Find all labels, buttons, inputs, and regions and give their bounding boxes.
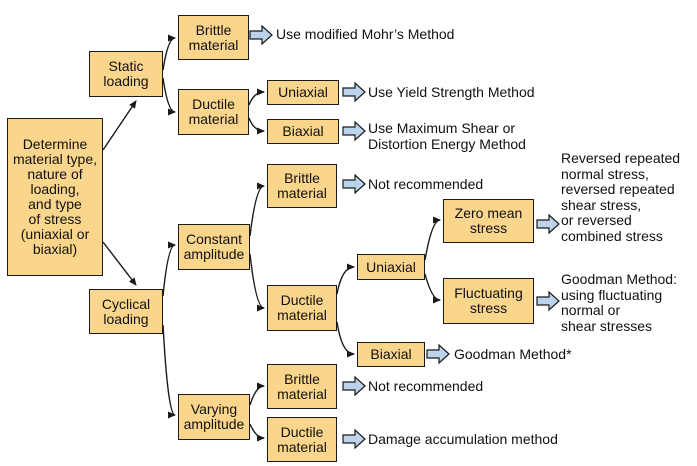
result-damage: Damage accumulation method bbox=[368, 431, 558, 447]
zero-mean-stress-box: Zero mean stress bbox=[443, 199, 534, 243]
varying-ductile-box: Ductile material bbox=[267, 417, 337, 462]
constant-biaxial-box: Biaxial bbox=[357, 342, 425, 367]
varying-brittle-box: Brittle material bbox=[267, 364, 337, 409]
result-not-recommended-2: Not recommended bbox=[368, 378, 484, 394]
constant-brittle-box: Brittle material bbox=[267, 164, 337, 208]
static-ductile-box: Ductile material bbox=[178, 89, 249, 135]
static-uniaxial-box: Uniaxial bbox=[267, 80, 339, 105]
result-max-shear: Use Maximum Shear or Distortion Energy M… bbox=[368, 120, 526, 152]
result-goodman-fluctuating: Goodman Method: using fluctuating normal… bbox=[561, 271, 677, 334]
edge-cductile-uniaxial bbox=[336, 263, 355, 295]
constant-uniaxial-box: Uniaxial bbox=[357, 254, 425, 280]
output-arrow-goodmanstar bbox=[426, 343, 450, 365]
edge-cyclical-varying bbox=[162, 324, 176, 419]
result-not-recommended-1: Not recommended bbox=[368, 176, 484, 192]
output-arrow-mohr bbox=[249, 24, 273, 46]
output-arrow-goodman bbox=[536, 290, 560, 312]
determine-box: Determine material type, nature of loadi… bbox=[7, 118, 103, 276]
edge-determine-static bbox=[102, 100, 137, 151]
static-biaxial-box: Biaxial bbox=[267, 119, 339, 144]
constant-amplitude-box: Constant amplitude bbox=[178, 224, 250, 270]
constant-ductile-box: Ductile material bbox=[267, 285, 337, 331]
output-arrow-reversed bbox=[536, 213, 560, 235]
output-arrow-notrec1 bbox=[342, 173, 366, 195]
edge-varying-brittle bbox=[249, 382, 265, 406]
edge-cductile-biaxial bbox=[336, 321, 355, 358]
edge-constant-brittle bbox=[249, 182, 265, 237]
edge-constant-ductile bbox=[249, 253, 265, 312]
result-mohr: Use modified Mohr’s Method bbox=[276, 26, 455, 42]
output-arrow-yield bbox=[342, 81, 366, 103]
edge-cyclical-constant bbox=[162, 241, 176, 297]
varying-amplitude-box: Varying amplitude bbox=[178, 394, 250, 440]
static-loading-box: Static loading bbox=[89, 51, 163, 97]
output-arrow-maxshear bbox=[342, 120, 366, 142]
result-yield-strength: Use Yield Strength Method bbox=[368, 84, 535, 100]
edge-varying-ductile bbox=[249, 423, 265, 442]
result-reversed: Reversed repeated normal stress, reverse… bbox=[561, 150, 681, 244]
output-arrow-notrec2 bbox=[342, 375, 366, 397]
edge-uniaxial-fluct bbox=[424, 273, 441, 304]
edge-sductile-biaxial bbox=[248, 117, 265, 135]
output-arrow-damage bbox=[342, 428, 366, 450]
edge-static-ductile bbox=[162, 77, 176, 116]
result-goodman-star: Goodman Method* bbox=[454, 346, 572, 362]
edge-static-brittle bbox=[162, 34, 176, 71]
edge-determine-cyclical bbox=[102, 241, 137, 286]
fluctuating-stress-box: Fluctuating stress bbox=[443, 278, 534, 324]
edge-uniaxial-zeromean bbox=[424, 216, 441, 261]
cyclical-loading-box: Cyclical loading bbox=[89, 289, 163, 334]
static-brittle-box: Brittle material bbox=[178, 15, 249, 60]
edge-sductile-uniaxial bbox=[248, 88, 265, 106]
